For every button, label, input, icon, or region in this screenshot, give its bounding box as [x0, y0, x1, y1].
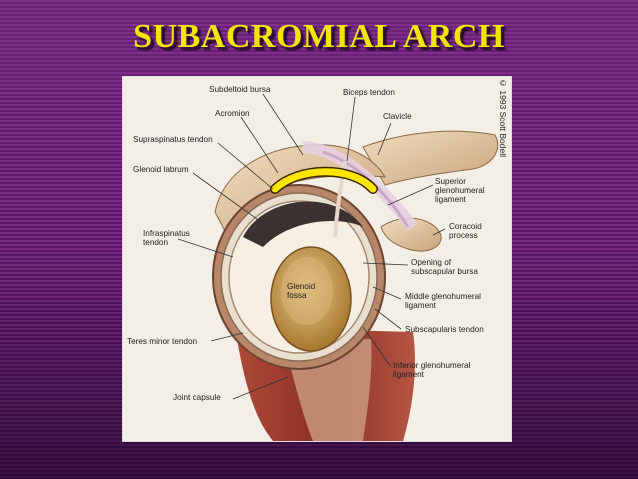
shoulder-illustration — [177, 93, 499, 441]
clavicle-bone — [362, 130, 499, 186]
label-teres-minor-tendon: Teres minor tendon — [127, 337, 198, 346]
label-coracoid-1: Coracoid — [449, 222, 482, 231]
label-infraspinatus-2: tendon — [143, 238, 169, 247]
biceps-tendon-line — [333, 160, 347, 238]
label-subscapularis-tendon: Subscapularis tendon — [405, 325, 484, 334]
leader-lines — [177, 93, 446, 400]
label-opening-subscapular-2: subscapular bursa — [411, 267, 478, 276]
label-inferior-glenohumeral-2: ligament — [393, 370, 424, 379]
label-middle-glenohumeral-1: Middle glenohumeral — [405, 292, 482, 301]
shoulder-anatomy-figure: Subdeltoid bursa Biceps tendon Acromion … — [122, 76, 512, 442]
label-opening-subscapular-1: Opening of — [411, 258, 452, 267]
label-glenoid-fossa-1: Glenoid — [287, 282, 316, 291]
copyright-credit: © 1993 Scott Bodell — [498, 78, 508, 157]
label-superior-glenohumeral-3: ligament — [435, 195, 466, 204]
label-biceps-tendon: Biceps tendon — [343, 88, 395, 97]
label-infraspinatus-1: Infraspinatus — [143, 229, 190, 238]
label-clavicle: Clavicle — [383, 112, 412, 121]
label-joint-capsule: Joint capsule — [173, 393, 221, 402]
label-coracoid-2: process — [449, 231, 478, 240]
label-middle-glenohumeral-2: ligament — [405, 301, 436, 310]
slide-title: SUBACROMIAL ARCH — [133, 18, 505, 55]
label-superior-glenohumeral-1: Superior — [435, 177, 466, 186]
label-supraspinatus-tendon: Supraspinatus tendon — [133, 135, 213, 144]
label-acromion: Acromion — [215, 109, 250, 118]
label-glenoid-fossa-2: fossa — [287, 291, 307, 300]
label-superior-glenohumeral-2: glenohumeral — [435, 186, 485, 195]
label-subdeltoid-bursa: Subdeltoid bursa — [209, 85, 271, 94]
label-glenoid-labrum: Glenoid labrum — [133, 165, 189, 174]
label-inferior-glenohumeral-1: Inferior glenohumeral — [393, 361, 471, 370]
